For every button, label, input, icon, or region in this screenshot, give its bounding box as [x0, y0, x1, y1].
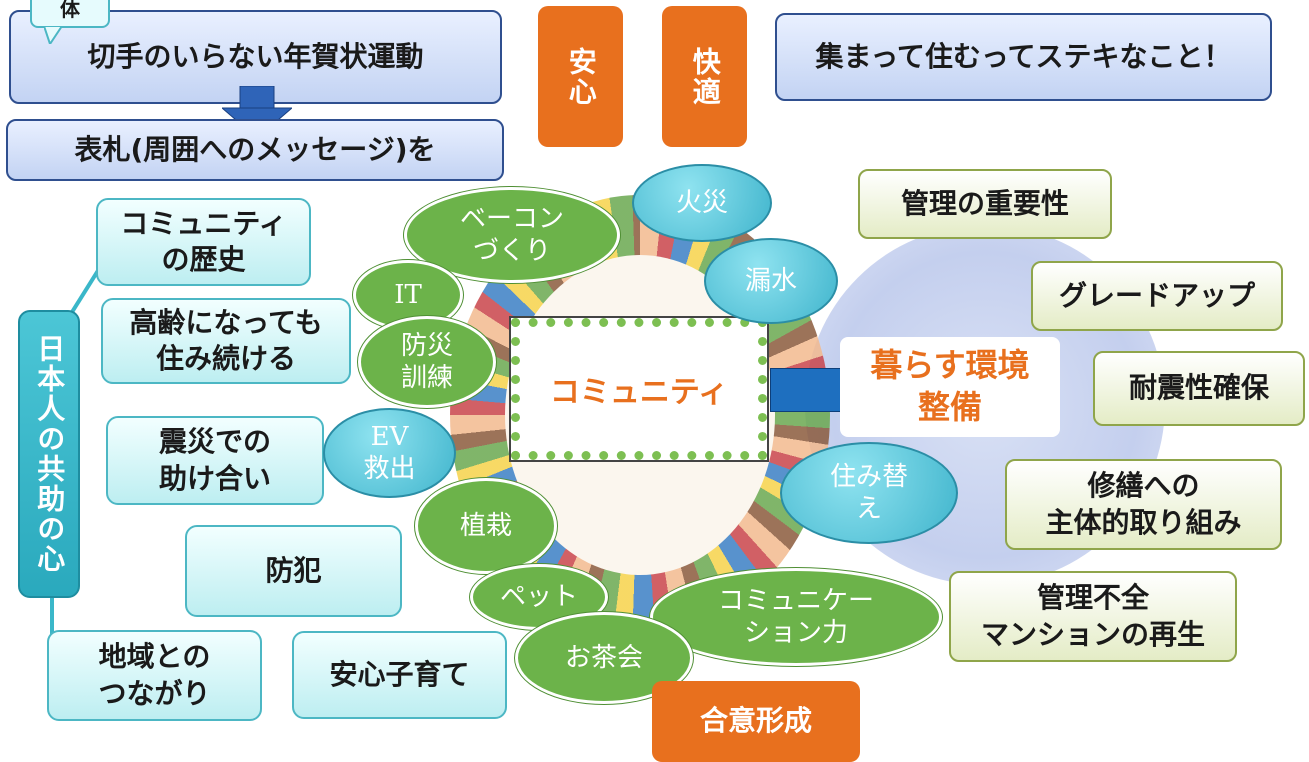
regeneration-box: 管理不全 マンションの再生 — [949, 571, 1237, 662]
anshin-box: 安心 — [538, 6, 623, 147]
drill-label: 防災 訓練 — [400, 330, 453, 394]
communication-bubble: コミュニケー ション力 — [650, 568, 942, 666]
importance-label: 管理の重要性 — [900, 186, 1069, 220]
seismic-label: 耐震性確保 — [1128, 371, 1269, 405]
connector-line-lower — [50, 598, 54, 644]
ev-bubble: EV 救出 — [323, 408, 456, 498]
pet-label: ペット — [499, 581, 578, 612]
crime-box: 防犯 — [185, 525, 402, 617]
atsumatte-label: 集まって住むってステキなこと！ — [815, 39, 1232, 73]
atsumatte-box: 集まって住むってステキなこと！ — [775, 13, 1272, 101]
disaster-box: 震災での 助け合い — [106, 416, 324, 505]
elderly-box: 高齢になっても 住み続ける — [101, 298, 351, 384]
region-label: 地域との つながり — [98, 640, 211, 710]
region-box: 地域との つながり — [47, 630, 262, 721]
drill-bubble: 防災 訓練 — [358, 316, 496, 408]
communication-label: コミュニケー ション力 — [717, 585, 874, 649]
hyosatsu-box: 表札(周囲へのメッセージ)を — [6, 119, 504, 181]
importance-box: 管理の重要性 — [858, 169, 1112, 239]
environment-box: 暮らす環境 整備 — [840, 337, 1060, 437]
planting-label: 植栽 — [459, 510, 512, 541]
goi-box: 合意形成 — [652, 681, 860, 762]
nengajo-label: 切手のいらない年賀状運動 — [87, 39, 424, 73]
kaiteki-box: 快適 — [662, 6, 747, 147]
speech-bubble: 体 — [30, 0, 110, 28]
tea-label: お茶会 — [564, 642, 643, 673]
ev-label: EV 救出 — [363, 421, 416, 485]
rehousing-bubble: 住み替 え — [780, 442, 958, 544]
fire-label: 火災 — [675, 187, 728, 218]
leak-label: 漏水 — [744, 265, 797, 296]
kaiteki-label: 快適 — [688, 46, 722, 107]
rehousing-label: 住み替 え — [829, 461, 908, 525]
anshin-label: 安心 — [564, 46, 598, 107]
community-card: コミュニティ — [509, 316, 769, 462]
seismic-box: 耐震性確保 — [1093, 351, 1305, 426]
disaster-label: 震災での 助け合い — [158, 425, 271, 495]
leak-bubble: 漏水 — [704, 238, 838, 324]
kyojo-vertical-label: 日本人の共助の心 — [33, 334, 67, 574]
repair-label: 修繕への 主体的取り組み — [1045, 469, 1242, 539]
community-environment-connector — [770, 368, 844, 412]
gradeup-box: グレードアップ — [1031, 261, 1283, 331]
gradeup-label: グレードアップ — [1058, 278, 1255, 312]
fire-bubble: 火災 — [632, 164, 772, 242]
kyojo-vertical-box: 日本人の共助の心 — [18, 310, 80, 598]
crime-label: 防犯 — [265, 553, 322, 587]
planting-bubble: 植栽 — [415, 478, 557, 574]
history-box: コミュニティ の歴史 — [96, 198, 311, 286]
goi-label: 合意形成 — [699, 704, 812, 738]
history-label: コミュニティ の歴史 — [120, 206, 287, 276]
childcare-box: 安心子育て — [292, 631, 507, 719]
beacon-label: ベーコン づくり — [459, 203, 564, 267]
speech-bubble-label: 体 — [60, 0, 80, 21]
hyosatsu-label: 表札(周囲へのメッセージ)を — [74, 132, 436, 166]
childcare-label: 安心子育て — [329, 657, 470, 691]
repair-box: 修繕への 主体的取り組み — [1005, 459, 1282, 550]
it-label: IT — [394, 279, 422, 310]
community-label: コミュニティ — [549, 375, 729, 410]
regeneration-label: 管理不全 マンションの再生 — [980, 581, 1205, 651]
environment-label: 暮らす環境 整備 — [870, 346, 1030, 426]
elderly-label: 高齢になっても 住み続ける — [129, 305, 323, 375]
speech-bubble-tail — [44, 26, 62, 44]
